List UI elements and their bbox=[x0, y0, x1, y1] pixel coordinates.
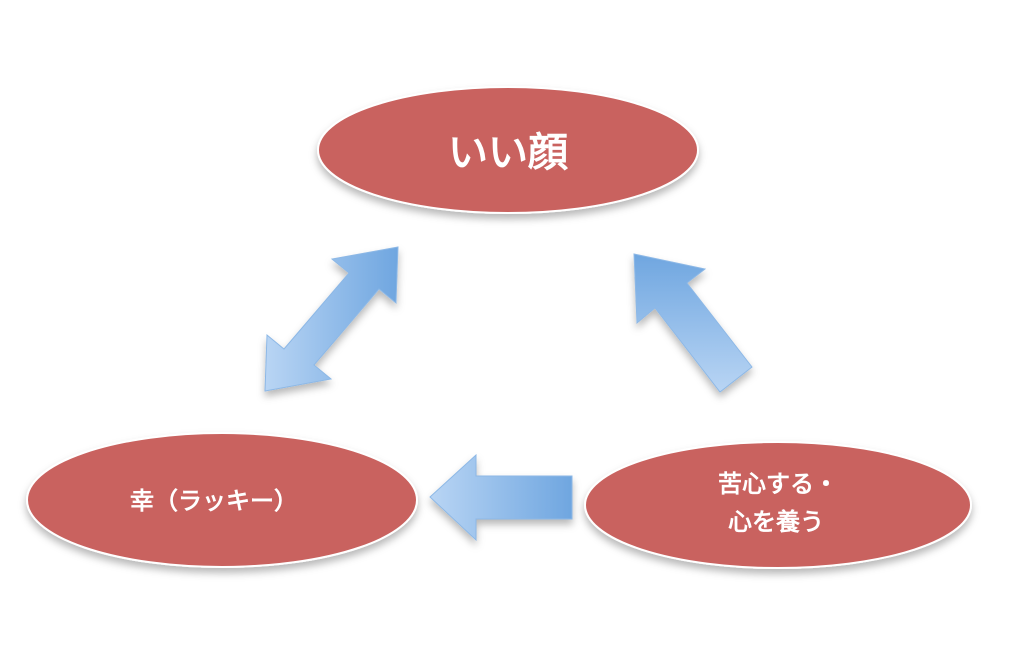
node-luck-shape bbox=[26, 432, 418, 568]
arrow-hardship-to-good-face bbox=[633, 253, 753, 393]
node-hardship-shape bbox=[584, 441, 972, 569]
double-arrow-luck-good-face bbox=[264, 246, 399, 392]
node-hardship-label-line1: 苦心する・ bbox=[718, 470, 838, 498]
node-hardship-label-line2: 心を養う bbox=[728, 508, 824, 536]
node-luck-label: 幸（ラッキー） bbox=[130, 487, 298, 515]
node-good-face-shape bbox=[317, 86, 699, 214]
node-hardship bbox=[584, 441, 972, 569]
node-good-face-label: いい顔 bbox=[448, 130, 568, 176]
node-luck bbox=[26, 432, 418, 568]
arrow-hardship-to-luck bbox=[429, 453, 573, 542]
node-good-face bbox=[317, 86, 699, 214]
